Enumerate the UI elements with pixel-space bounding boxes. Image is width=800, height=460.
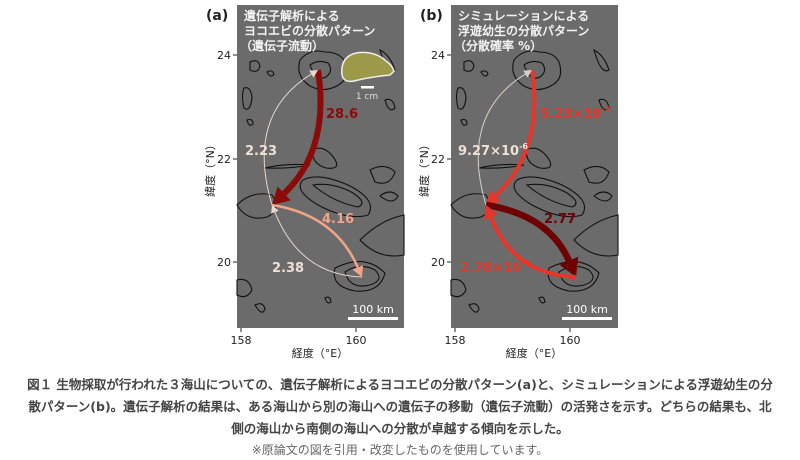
y-tick-label: 24: [431, 49, 445, 62]
scale-bar: [562, 317, 612, 320]
x-axis-label: 経度（°E）: [292, 346, 348, 360]
y-tick-label: 20: [217, 256, 231, 269]
arrow-head: [486, 190, 501, 205]
photo-scale-label: 1 cm: [356, 92, 378, 102]
source-note: ※原論文の図を引用・改変したものを使用しています。: [251, 443, 549, 457]
dispersal-arrow: [274, 212, 363, 278]
panel-title: シミュレーションによる: [458, 9, 589, 23]
x-tick-label: 160: [346, 334, 367, 347]
arrow-value-label: 2.23: [245, 144, 277, 159]
arrow-head: [523, 70, 532, 78]
dispersal-arrow: [485, 201, 572, 263]
caption-line: 側の海山から南側の海山への分散が卓越する傾向を示した。: [231, 421, 569, 436]
arrow-value-label: 2.78×10-2: [460, 259, 530, 276]
dispersal-arrow: [494, 69, 537, 198]
caption-line: 図１ 生物採取が行われた３海山についての、遺伝子解析によるヨコエビの分散パターン…: [27, 377, 773, 392]
panel-letter: (a): [206, 8, 228, 24]
arrow-head: [309, 70, 318, 78]
scale-bar-label: 100 km: [566, 303, 608, 316]
x-tick-label: 158: [231, 334, 252, 347]
panel-letter: (b): [420, 8, 443, 24]
arrow-value-label: 4.16: [322, 212, 354, 227]
panel-title: ヨコエビの分散パターン: [244, 23, 375, 38]
panel-title: 遺伝子解析による: [243, 8, 340, 23]
amphipod-photo: [341, 51, 395, 83]
panel-title: 浮遊幼生の分散パターン: [458, 23, 589, 38]
x-tick-label: 160: [560, 334, 581, 347]
arrow-value-label: 28.6: [326, 107, 358, 122]
caption-line: 散パターン(b)。遺伝子解析の結果は、ある海山から別の海山への遺伝子の移動（遺伝…: [28, 399, 772, 414]
y-tick-label: 22: [217, 153, 231, 166]
panel-title: （遺伝子流動）: [240, 38, 324, 53]
map-panel-a: (a) 遺伝子解析によるヨコエビの分散パターン（遺伝子流動） 28.6 2.23 4.1…: [203, 5, 405, 360]
scale-bar: [348, 317, 398, 320]
y-axis-label: 緯度（°N）: [417, 139, 431, 197]
arrow-value-label: 2.38: [272, 261, 304, 276]
arrow-head: [352, 265, 364, 277]
arrow-value-label: 5.23×10-2: [540, 105, 610, 122]
arrow-head: [559, 256, 579, 277]
x-axis-label: 経度（°E）: [506, 346, 562, 360]
panel-title: （分散確率 %）: [454, 38, 542, 53]
arrow-value-label: 9.27×10-6: [458, 142, 528, 159]
y-tick-label: 22: [431, 153, 445, 166]
arrow-value-label: 2.77: [544, 212, 576, 227]
dispersal-arrow: [489, 216, 577, 279]
dispersal-arrow: [263, 73, 312, 206]
photo-scale-bar: [361, 86, 374, 89]
scale-bar-label: 100 km: [352, 303, 394, 316]
y-tick-label: 20: [431, 256, 445, 269]
arrow-head: [271, 205, 279, 214]
arrow-head: [272, 186, 291, 205]
dispersal-arrow: [271, 203, 359, 268]
y-tick-label: 24: [217, 49, 231, 62]
dispersal-arrow: [282, 69, 324, 196]
arrow-head: [484, 205, 498, 221]
figure: (a) 遺伝子解析によるヨコエビの分散パターン（遺伝子流動） 28.6 2.23 4.1…: [203, 5, 619, 360]
x-tick-label: 158: [445, 334, 466, 347]
dispersal-arrow: [477, 73, 526, 206]
y-axis-label: 緯度（°N）: [203, 139, 217, 197]
